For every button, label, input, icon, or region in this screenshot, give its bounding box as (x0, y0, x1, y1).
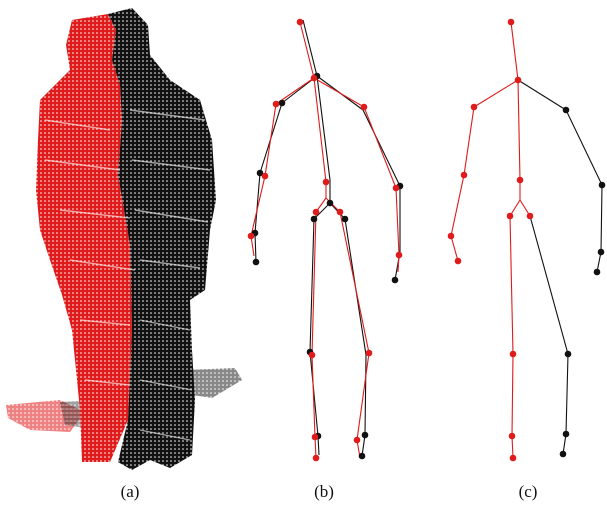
skeleton-b-red-joints (248, 19, 403, 462)
skeleton-b-red-bones (251, 22, 399, 458)
caption-b: (b) (294, 482, 354, 502)
panel-c-skeleton (448, 19, 606, 462)
point-cloud-red-region (36, 14, 132, 462)
panel-b-overlaid-skeletons (248, 19, 404, 462)
caption-c: (c) (498, 482, 558, 502)
skeleton-b-black-joints (252, 73, 404, 460)
panel-a-point-cloud (6, 8, 242, 470)
caption-a: (a) (100, 482, 160, 502)
skeleton-c-red-joints (448, 19, 534, 462)
skeleton-c-red-bones (451, 22, 530, 458)
skeleton-c-black-bones (518, 80, 602, 454)
